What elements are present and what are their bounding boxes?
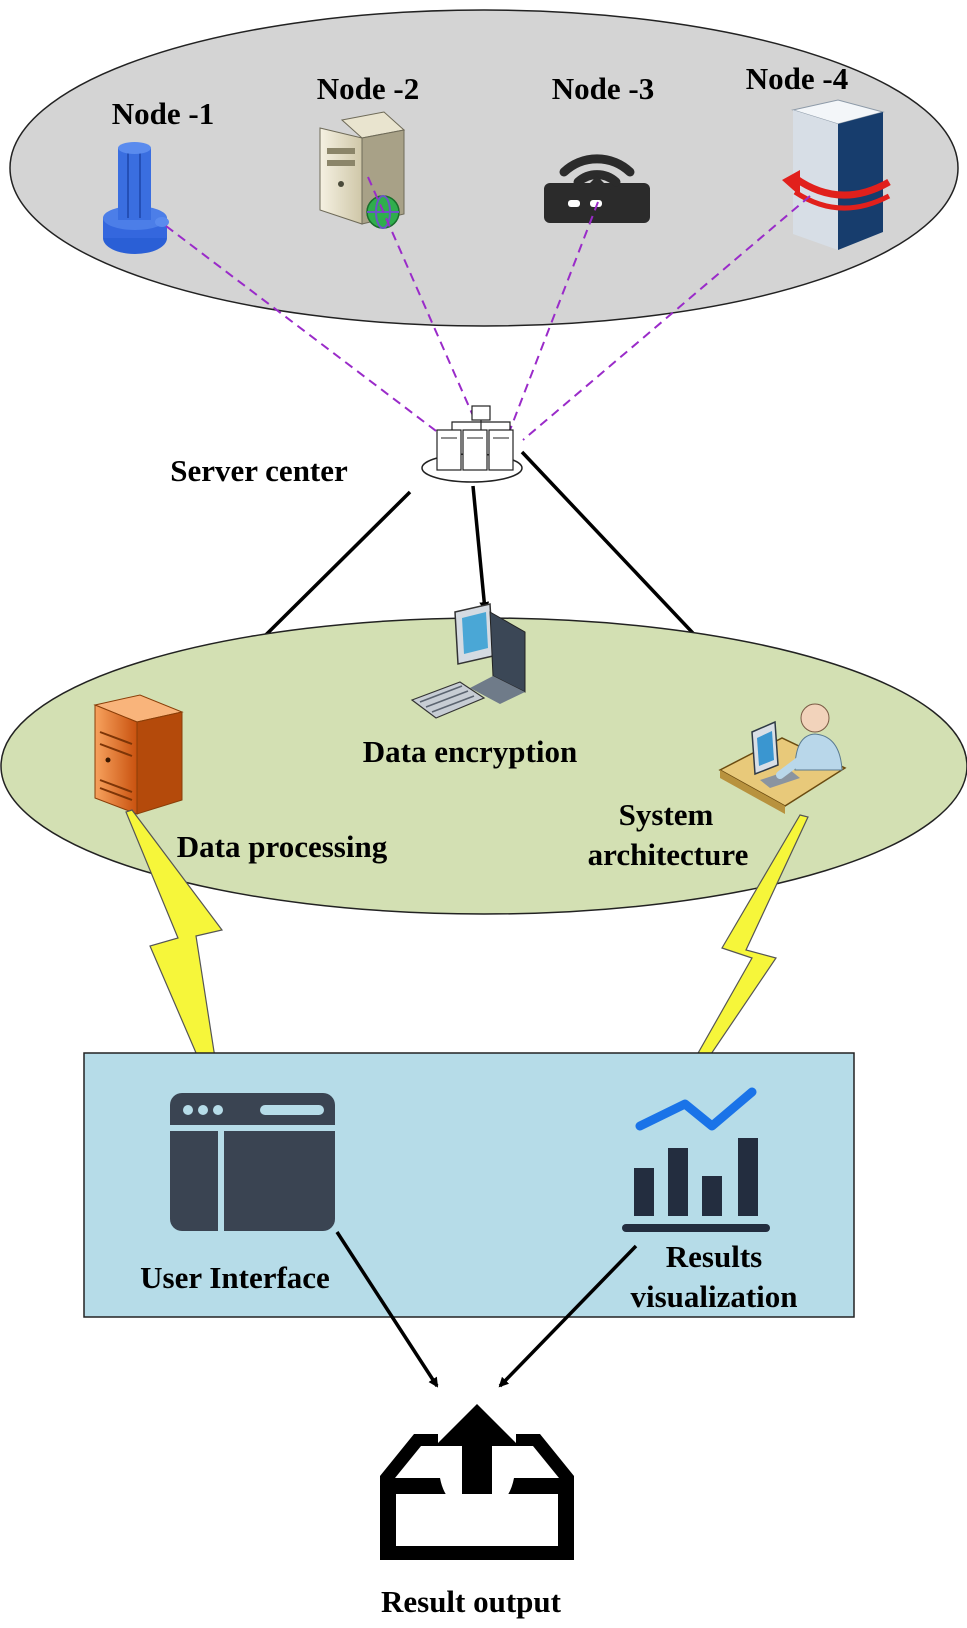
node-3-label: Node -3: [552, 71, 654, 106]
node-2-label: Node -2: [317, 71, 419, 106]
inbox-upload-icon: [380, 1404, 574, 1560]
result-output-label: Result output: [381, 1584, 562, 1619]
person-at-desk-icon: [718, 703, 847, 814]
arrow-to-data-encryption: [471, 485, 490, 612]
results-visualization-label-line2: visualization: [630, 1279, 797, 1314]
data-processing-label: Data processing: [177, 829, 388, 864]
arrow-vis-to-output: [498, 1244, 638, 1388]
web-server-globe-icon: [319, 111, 406, 229]
desktop-computer-icon: [410, 603, 526, 719]
chart-trend-icon: [622, 1087, 770, 1232]
arrow-ui-to-output: [335, 1231, 439, 1388]
rotating-cube-server-icon: [782, 99, 891, 250]
node-1-label: Node -1: [112, 96, 214, 131]
blue-database-tower-icon: [103, 142, 169, 254]
system-architecture-label-line1: System: [619, 797, 714, 832]
dashed-link-node-3: [509, 201, 599, 431]
user-interface-label: User Interface: [140, 1260, 330, 1295]
orange-server-tower-icon: [93, 694, 184, 815]
dashed-link-node-4: [522, 195, 811, 441]
output-arrows: [335, 1231, 638, 1388]
server-center-label: Server center: [170, 453, 348, 488]
data-encryption-label: Data encryption: [363, 734, 577, 769]
server-cluster-icon: [421, 405, 523, 483]
nodes-ellipse: [9, 9, 959, 327]
dashed-node-links: [165, 176, 811, 441]
node-4-label: Node -4: [746, 61, 848, 96]
system-architecture-label-line2: architecture: [588, 837, 749, 872]
results-visualization-label-line1: Results: [666, 1239, 762, 1274]
browser-window-icon: [170, 1093, 335, 1231]
